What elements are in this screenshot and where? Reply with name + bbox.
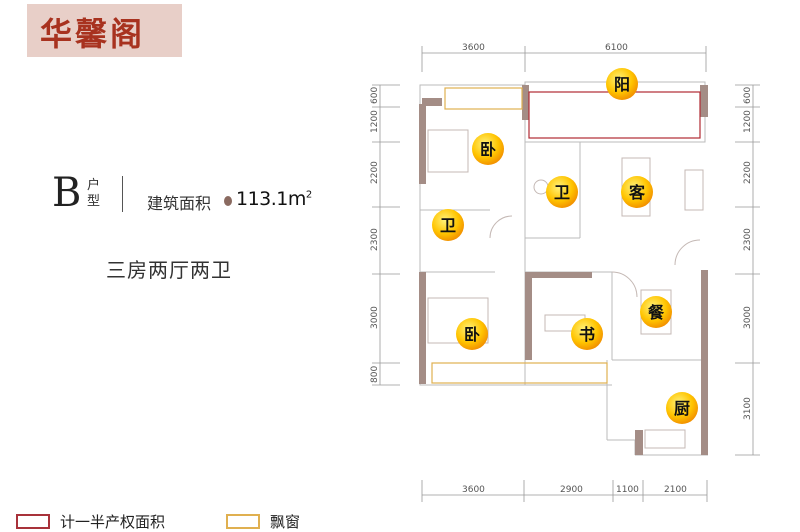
area-unit-sup: 2 [305,189,312,201]
room-text: 卫 [554,183,570,202]
title-banner [27,4,182,57]
room-text: 书 [579,325,595,344]
room-text: 阳 [614,75,630,94]
room-label-study: 书 [571,318,603,350]
legend-label: 飘窗 [270,513,301,531]
dim-bottom-3: 1100 [616,485,639,495]
dim-left-1: 600 [370,87,380,104]
legend-swatch-orange [226,514,260,529]
bay-windows [431,87,608,384]
dim-right-2: 1200 [743,110,753,133]
room-label-bath-left: 卫 [432,209,464,241]
room-label-living: 客 [621,176,653,208]
legend-half-area: 计一半产权面积 [16,511,165,532]
dim-right-1: 600 [743,87,753,104]
bullet-icon [224,196,232,206]
dim-right-6: 3100 [743,397,753,420]
area-value: 113.1m2 [236,188,312,210]
dim-bottom-2: 2900 [560,485,583,495]
room-text: 餐 [647,303,665,322]
unit-type-letter: B [52,170,82,216]
room-text: 客 [629,183,646,202]
dim-bottom-1: 3600 [462,485,485,495]
dim-top-2: 6100 [605,43,628,53]
structural-walls [419,85,708,455]
project-title: 华馨阁 [40,15,146,53]
half-area-outline [528,91,701,139]
area-label: 建筑面积 [147,194,212,213]
dims-right: 600 1200 2200 2300 3000 3100 [743,87,753,420]
dim-bottom-4: 2100 [664,485,687,495]
dim-left-5: 3000 [370,306,380,329]
dim-left-2: 1200 [370,110,380,133]
legend-label: 计一半产权面积 [60,513,166,531]
dims-left: 600 1200 2200 2300 3000 800 [370,87,380,383]
room-text: 卧 [480,140,496,159]
room-label-kitchen: 厨 [666,392,698,424]
dim-left-6: 800 [370,366,380,383]
room-text: 卫 [440,216,456,235]
dim-left-3: 2200 [370,161,380,184]
dim-left-4: 2300 [370,228,380,251]
area-number: 113.1m [236,188,306,210]
room-label-balcony: 阳 [606,68,638,100]
room-text: 卧 [464,325,480,344]
room-label-bath-center: 卫 [546,176,578,208]
dim-right-4: 2300 [743,228,753,251]
legend-swatch-red [16,514,50,529]
room-text: 厨 [674,399,690,418]
unit-type-suffix: 户型 [87,178,101,209]
dim-right-5: 3000 [743,306,753,329]
dim-right-3: 2200 [743,161,753,184]
divider [122,176,123,212]
room-label-dining: 餐 [640,296,672,328]
dim-top-1: 3600 [462,43,485,53]
dimension-lines [372,46,760,502]
room-label-bedroom-bottom: 卧 [456,318,488,350]
layout-description: 三房两厅两卫 [106,258,232,282]
room-label-bedroom-top: 卧 [472,133,504,165]
legend-bay-window: 飘窗 [226,511,300,532]
